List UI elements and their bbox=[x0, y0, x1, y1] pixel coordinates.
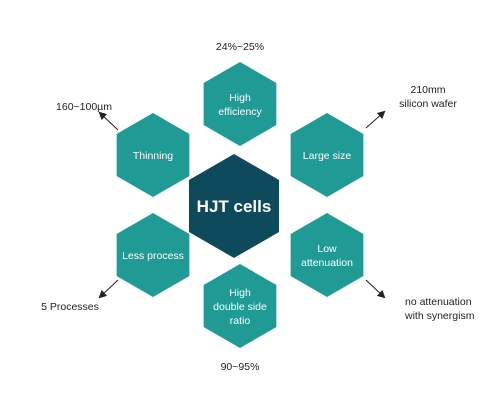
hexagon-high-efficiency: High efficiency bbox=[203, 62, 277, 146]
note-line: 210mm bbox=[410, 84, 445, 96]
arrow-to-attenuation-note bbox=[365, 279, 386, 299]
hexagon-label: double side bbox=[213, 301, 267, 313]
hexagon-label: Large size bbox=[303, 150, 352, 162]
note-line: 5 Processes bbox=[41, 301, 99, 313]
center-label: HJT cells bbox=[197, 197, 272, 216]
center-hexagon-shape bbox=[188, 154, 280, 258]
arrow-to-wafer-note bbox=[365, 110, 386, 129]
note-line: 90~95% bbox=[221, 361, 260, 373]
hexagon-less-process: Less process bbox=[116, 213, 190, 297]
hexagon-thinning: Thinning bbox=[116, 113, 190, 197]
hexagon-label: High bbox=[229, 92, 251, 104]
hexagon-shape bbox=[290, 113, 364, 197]
center-hexagon: HJT cells bbox=[188, 154, 280, 258]
hexagon-shape bbox=[203, 62, 277, 146]
thinning-note: 160~100µm bbox=[56, 101, 112, 113]
hexagon-shape bbox=[116, 213, 190, 297]
note-line: 24%~25% bbox=[216, 41, 264, 53]
hexagon-shape bbox=[290, 213, 364, 297]
hexagon-label: efficiency bbox=[218, 106, 262, 118]
process-note: 5 Processes bbox=[41, 301, 99, 313]
arrow-layer bbox=[98, 110, 386, 299]
hexagon-label: attenuation bbox=[301, 257, 353, 269]
hexagon-label: Low bbox=[317, 243, 337, 255]
hexagon-label: ratio bbox=[230, 315, 251, 327]
hexagon-shape bbox=[203, 264, 277, 348]
note-line: with synergism bbox=[404, 310, 475, 322]
arrow-to-process-note bbox=[98, 279, 119, 299]
ratio-note: 90~95% bbox=[221, 361, 260, 373]
hexagon-label: Less process bbox=[122, 250, 184, 262]
wafer-note: 210mm silicon wafer bbox=[399, 84, 457, 110]
arrow-to-thinning-note bbox=[98, 111, 119, 131]
hexagon-double-side-ratio: High double side ratio bbox=[203, 264, 277, 348]
note-line: silicon wafer bbox=[399, 98, 457, 110]
note-layer: 24%~25% 210mm silicon wafer no attenuation w… bbox=[41, 41, 475, 373]
hexagon-low-attenuation: Low attenuation bbox=[290, 213, 364, 297]
note-line: 160~100µm bbox=[56, 101, 112, 113]
hexagon-shape bbox=[116, 113, 190, 197]
hexagon-label: High bbox=[229, 287, 251, 299]
note-line: no attenuation bbox=[405, 296, 472, 308]
hexagon-label: Thinning bbox=[133, 150, 173, 162]
hexagon-large-size: Large size bbox=[290, 113, 364, 197]
attenuation-note: no attenuation with synergism bbox=[404, 296, 475, 322]
efficiency-note: 24%~25% bbox=[216, 41, 264, 53]
